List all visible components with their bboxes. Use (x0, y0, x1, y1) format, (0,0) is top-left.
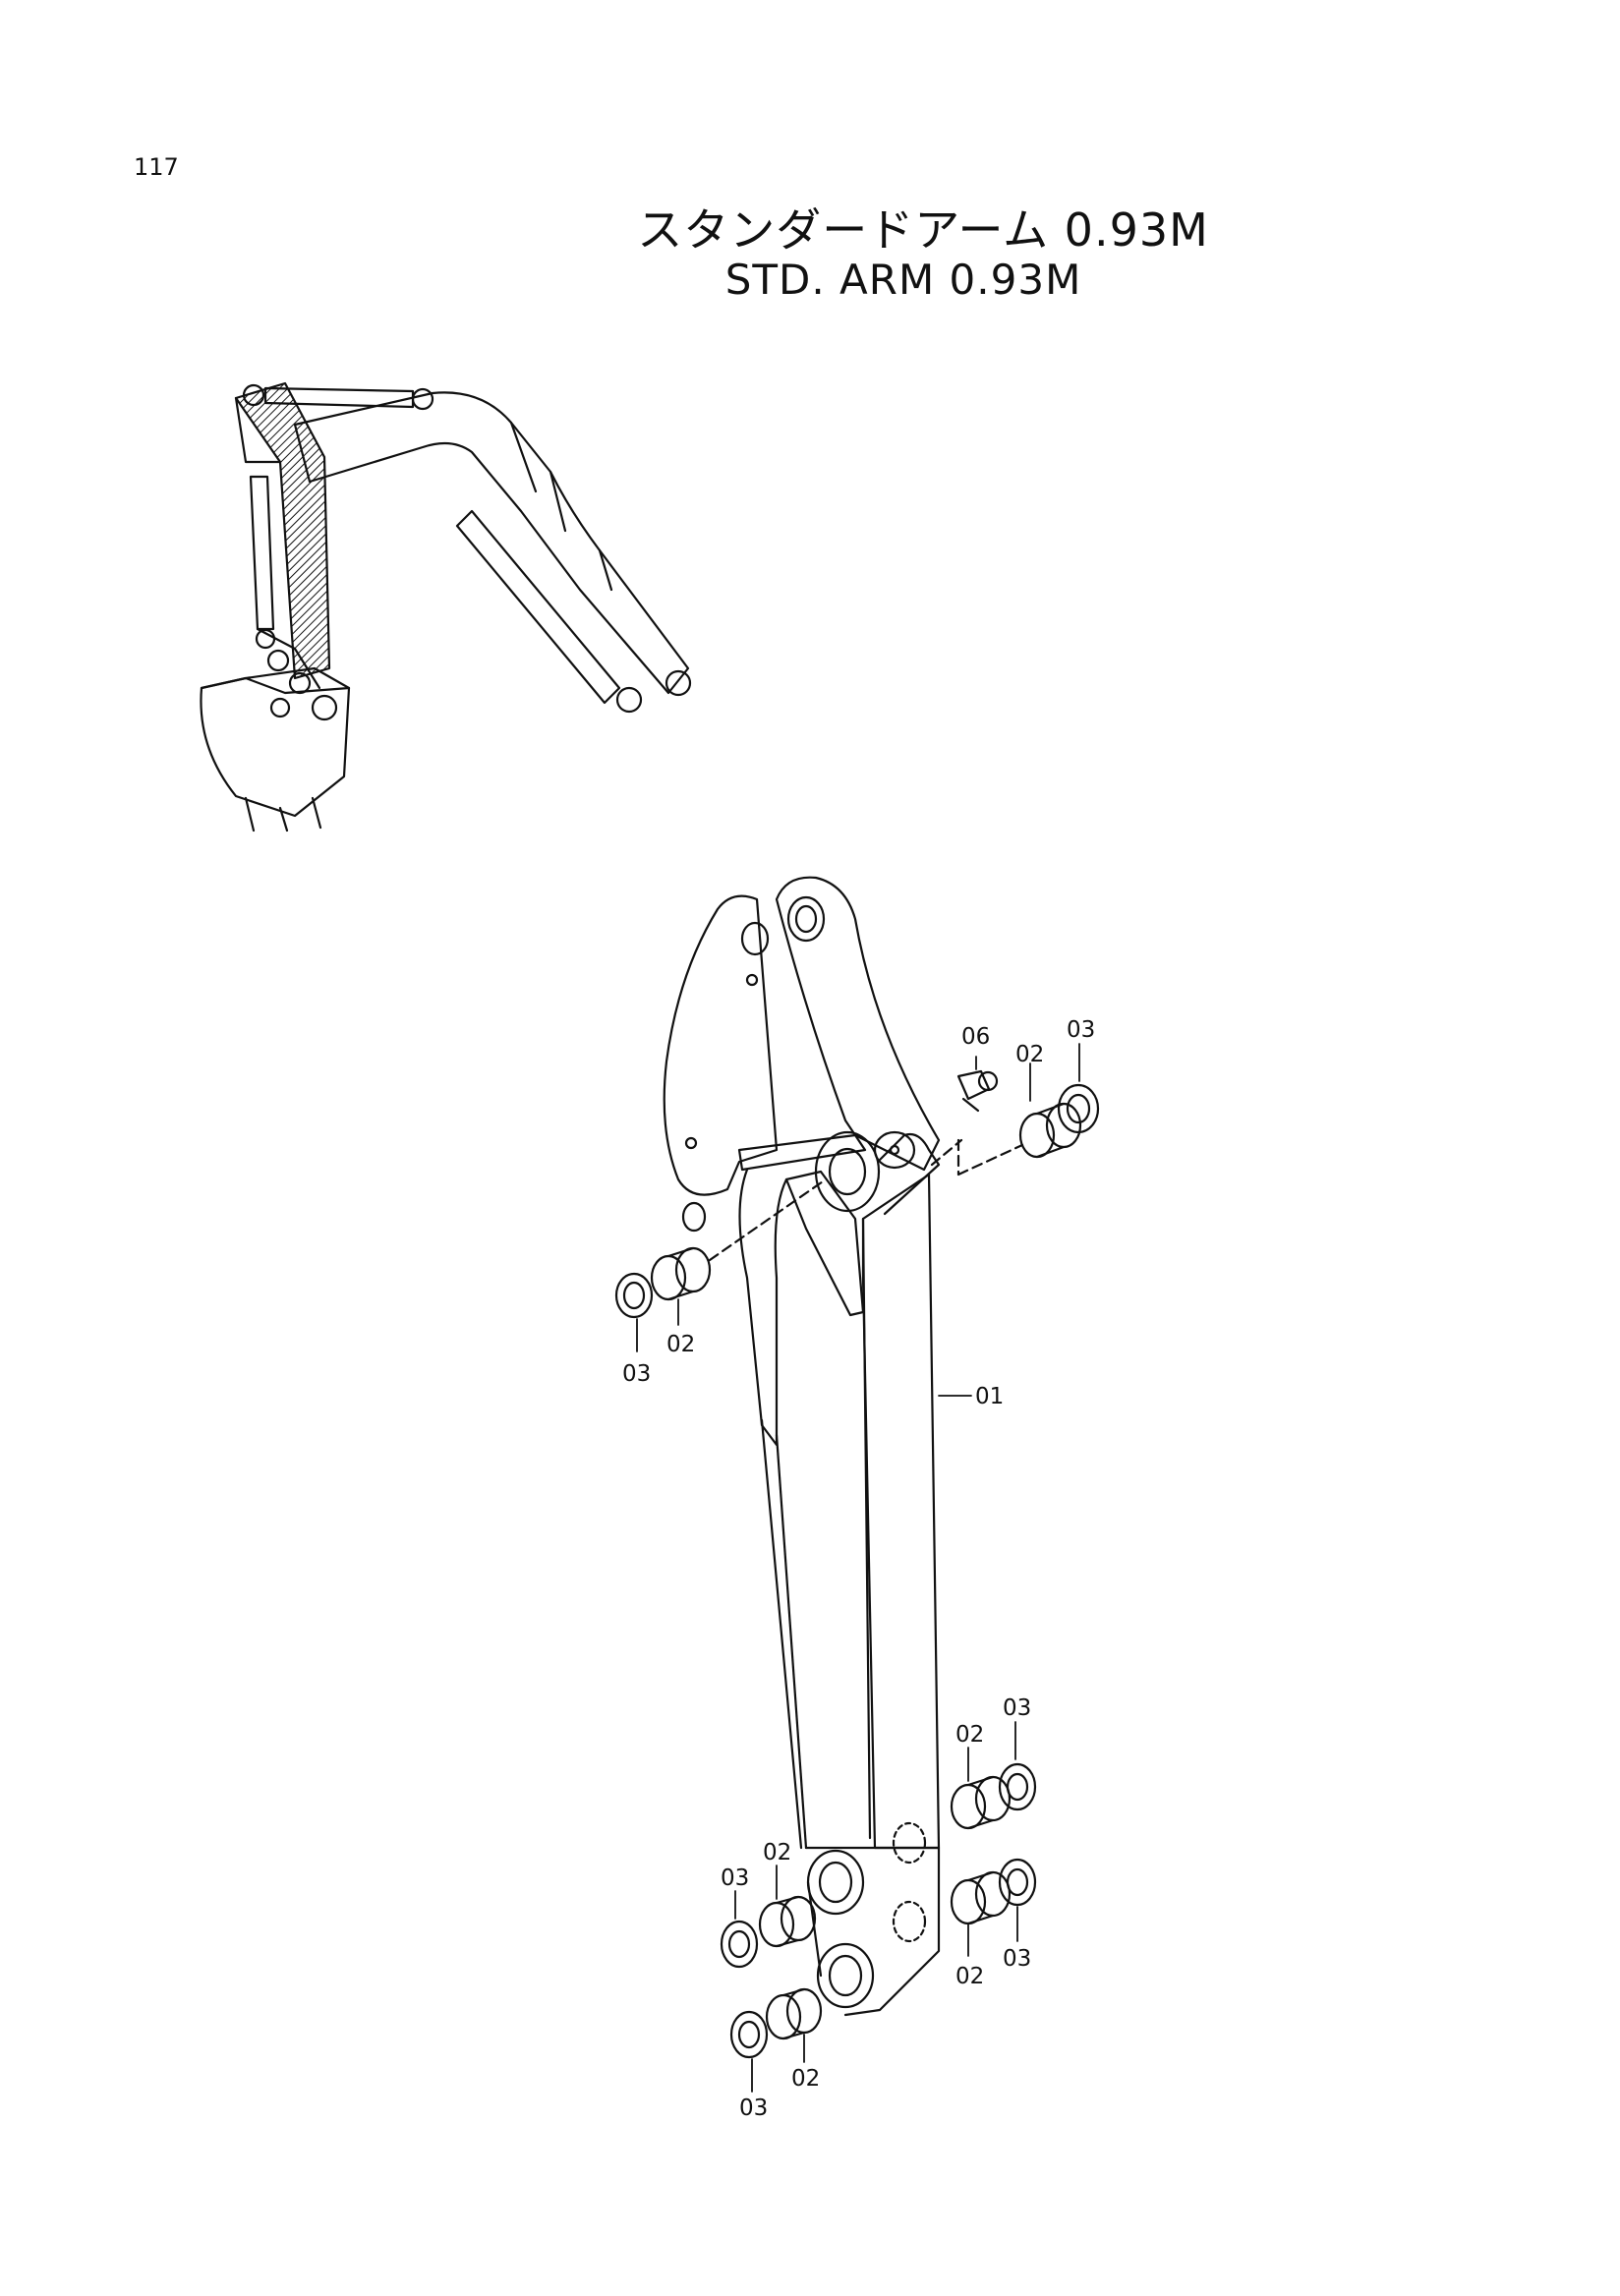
bushings-and-seals (614, 1069, 1100, 2059)
callout-02: 02 (763, 1840, 791, 1866)
callout-02: 02 (791, 2066, 820, 2092)
callout-03: 03 (1067, 1017, 1095, 1043)
arm-assembly-drawing (663, 876, 941, 2017)
callout-03: 03 (622, 1361, 651, 1387)
callout-02: 02 (1015, 1042, 1044, 1067)
callout-02: 02 (666, 1332, 695, 1357)
callout-03: 03 (721, 1866, 749, 1891)
title-japanese: スタンダードアーム 0.93M (637, 203, 1209, 257)
callout-01: 01 (975, 1384, 1004, 1409)
callout-03: 03 (739, 2095, 768, 2121)
callout-02: 02 (955, 1964, 984, 1989)
callout-06: 06 (961, 1024, 990, 1050)
callout-03: 03 (1003, 1695, 1031, 1721)
callout-labels: 01 06 02 03 03 02 02 03 02 03 02 03 02 0… (622, 1017, 1095, 2121)
callout-03: 03 (1003, 1946, 1031, 1972)
title-english: STD. ARM 0.93M (724, 256, 1082, 304)
callout-02: 02 (955, 1722, 984, 1748)
overview-excavator-illustration (200, 381, 692, 832)
page-number: 117 (134, 153, 179, 181)
leader-lines (636, 1043, 1080, 2093)
